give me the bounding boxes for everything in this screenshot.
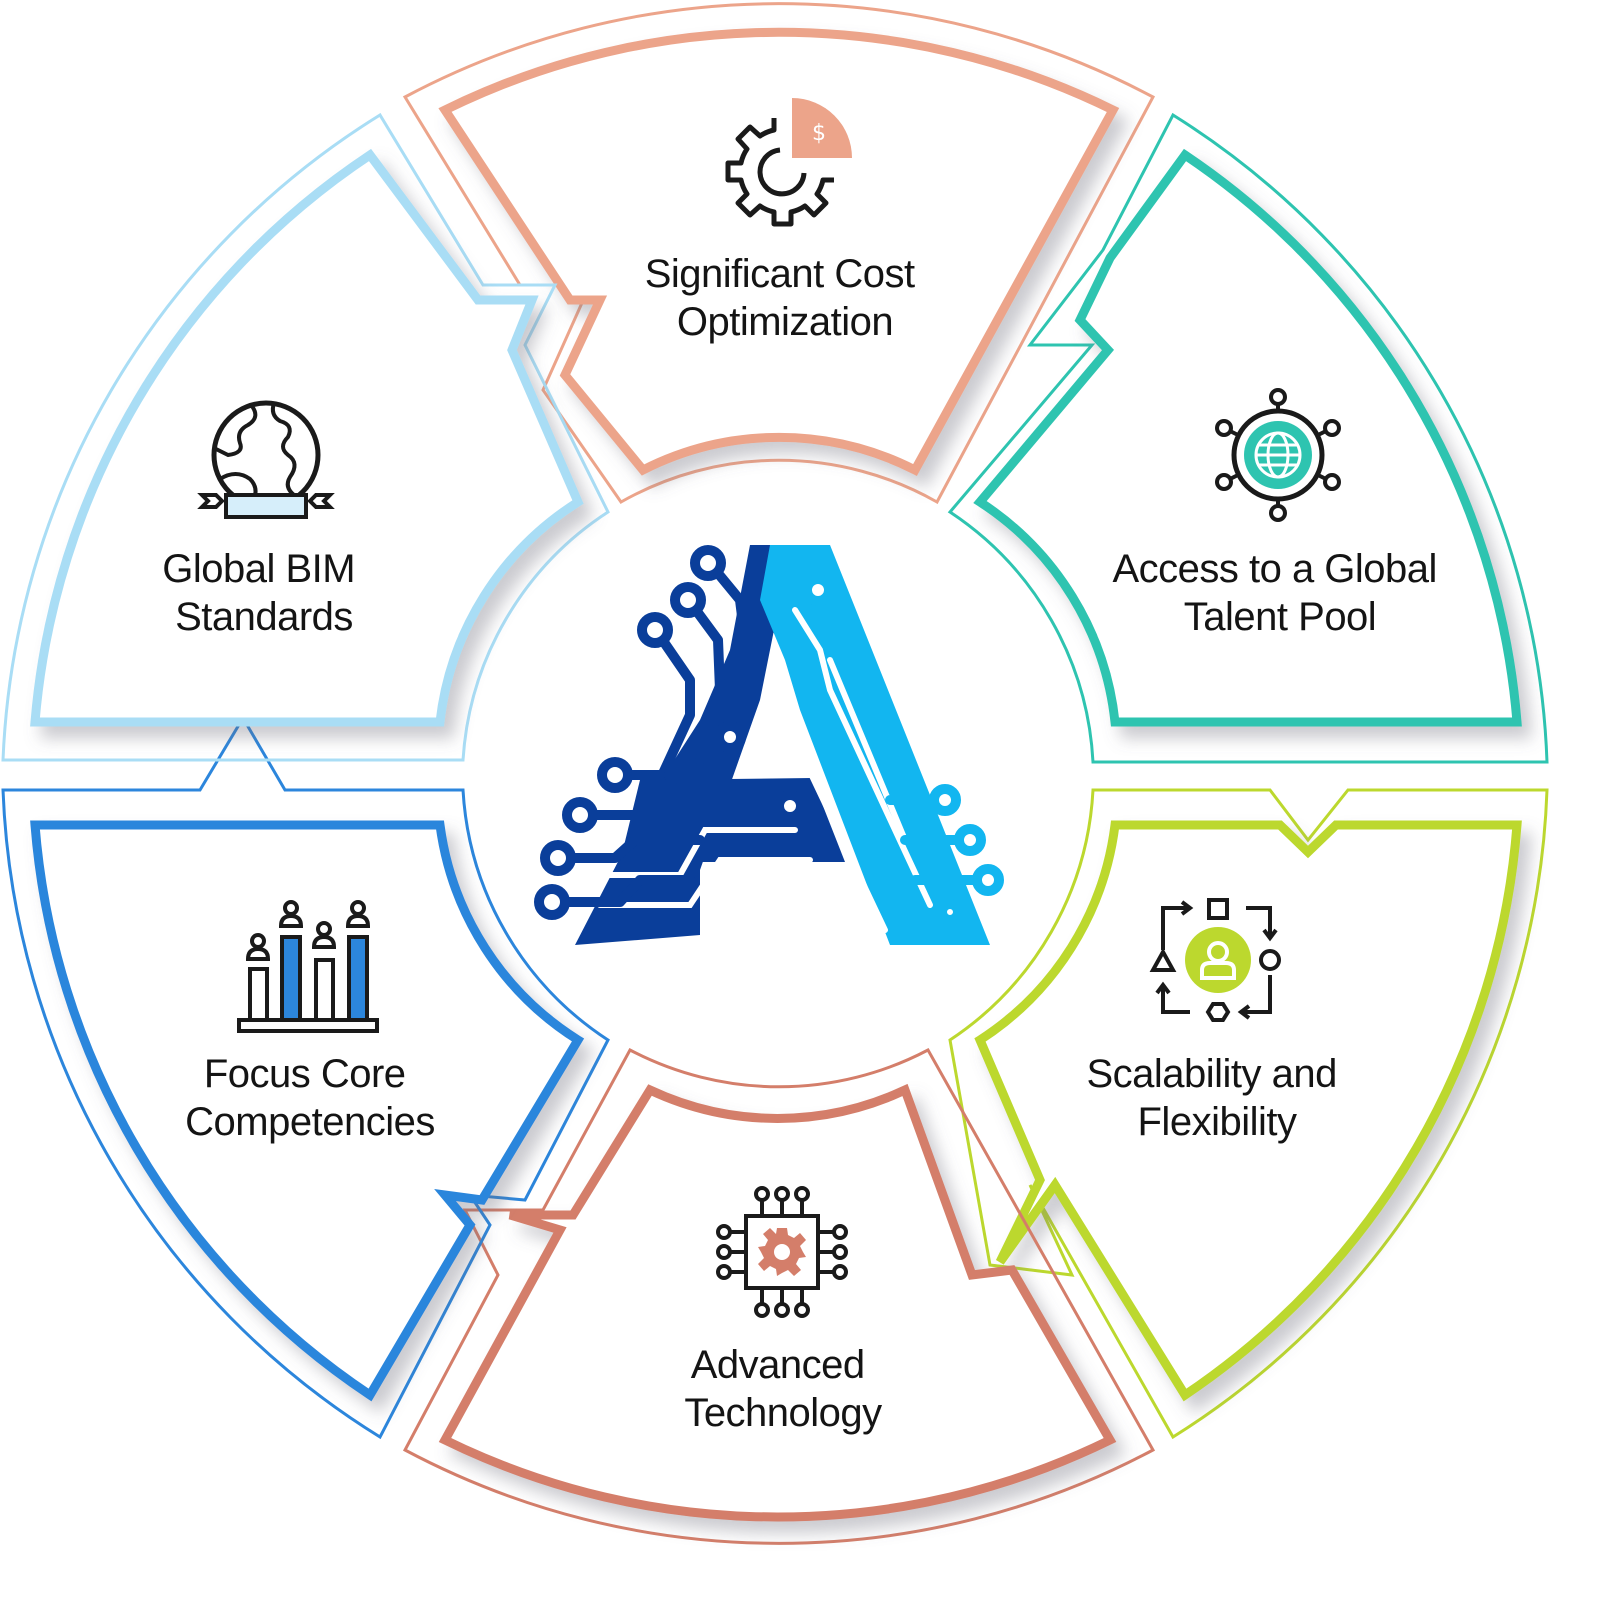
segment-technology-label-line2: Technology: [684, 1391, 882, 1435]
svg-text:$: $: [812, 121, 826, 146]
segment-talent-label: Access to a Global Talent Pool: [1112, 547, 1447, 639]
circuit-letter-a-logo: [534, 545, 1004, 945]
segment-competencies-label: Focus Core Competencies: [185, 1052, 435, 1144]
segment-scalability-panel: [974, 820, 1522, 1402]
segment-standards: [1, 112, 610, 762]
globe-network-icon: [1215, 388, 1341, 522]
segment-standards-panel: [30, 148, 584, 727]
segment-scalability-label-line2: Flexibility: [1138, 1100, 1297, 1144]
segment-cost-panel: [438, 27, 1120, 476]
segment-standards-label-line1: Global BIM: [162, 547, 355, 591]
segment-technology-outer-border: [402, 1047, 1156, 1545]
scalability-cycle-icon: [1149, 898, 1281, 1022]
segment-standards-label-line2: Standards: [175, 595, 353, 639]
segment-technology-label-line1: Advanced: [691, 1343, 865, 1387]
segment-competencies: [1, 715, 610, 1440]
segment-competencies-outer-border: [1, 715, 610, 1440]
gear-dollar-icon: $: [725, 98, 852, 227]
segment-standards-outer-border: [1, 112, 610, 762]
segment-competencies-panel: [30, 820, 585, 1402]
segment-cost-label: Significant Cost Optimization: [645, 252, 926, 344]
segment-competencies-label-line2: Competencies: [185, 1100, 435, 1144]
segment-cost-label-line2: Optimization: [677, 300, 893, 344]
segment-standards-label: Global BIM Standards: [162, 547, 365, 639]
segment-technology-label: Advanced Technology: [684, 1343, 882, 1435]
segment-scalability-label: Scalability and Flexibility: [1086, 1052, 1347, 1144]
segment-cost-label-line1: Significant Cost: [645, 252, 915, 296]
segment-scalability: [948, 788, 1549, 1440]
segment-competencies-label-line1: Focus Core: [204, 1052, 406, 1096]
segment-talent-outer-border: [947, 112, 1549, 764]
globe-ribbon-icon: [197, 400, 335, 519]
segment-scalability-label-line1: Scalability and: [1086, 1052, 1336, 1096]
people-bar-chart-icon: [237, 900, 379, 1033]
segment-talent-label-line1: Access to a Global: [1112, 547, 1437, 591]
segment-cost-outer-border: [402, 2, 1156, 505]
segment-talent-label-line2: Talent Pool: [1184, 595, 1376, 639]
segment-cost: [402, 2, 1156, 505]
segment-scalability-outer-border: [948, 788, 1549, 1440]
chip-gear-icon: [716, 1186, 848, 1318]
